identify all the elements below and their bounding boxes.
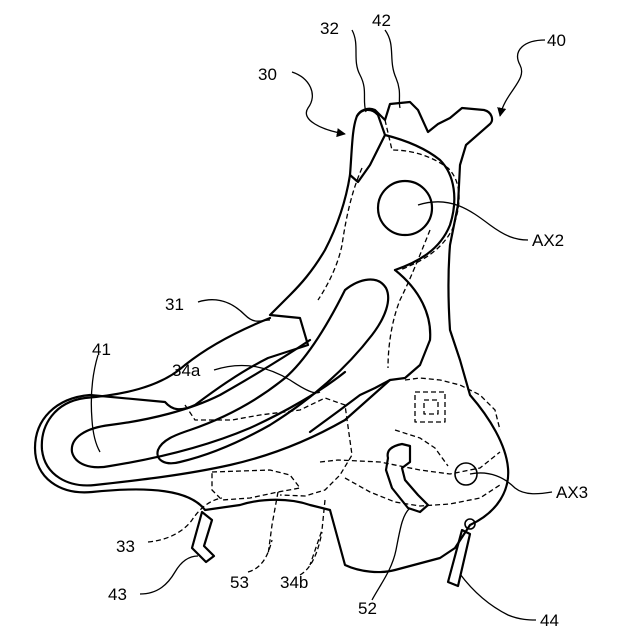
label-32: 32: [320, 19, 339, 38]
label-30: 30: [258, 65, 277, 84]
leader-42: [385, 30, 400, 108]
label-52: 52: [358, 599, 377, 618]
pivot-ax2-hole: [378, 181, 432, 235]
hidden-upper-40: [385, 120, 459, 270]
hidden-pin-53: [268, 492, 278, 555]
leader-44: [460, 574, 536, 620]
leader-40: [500, 40, 545, 116]
leader-52: [372, 508, 410, 600]
plate-30-outline: [35, 102, 508, 572]
lever-52: [386, 444, 428, 512]
label-31: 31: [165, 295, 184, 314]
tab-44: [448, 530, 470, 586]
leader-30: [292, 72, 345, 134]
hidden-body-40: [185, 398, 352, 496]
plate-30-lower-edge: [310, 270, 430, 432]
part-30-plate: [35, 102, 508, 572]
leader-AX2: [418, 202, 528, 240]
label-33: 33: [116, 537, 135, 556]
leader-43: [140, 556, 198, 594]
label-AX3: AX3: [556, 483, 588, 502]
label-43: 43: [108, 585, 127, 604]
hidden-spine-40: [318, 168, 362, 300]
tab-43: [192, 512, 214, 562]
hidden-window-inner: [424, 400, 438, 414]
leader-lines: [91, 30, 552, 620]
label-40: 40: [547, 31, 566, 50]
leader-34b: [300, 532, 322, 575]
label-34b: 34b: [280, 573, 308, 592]
label-34a: 34a: [172, 361, 201, 380]
hidden-right-40: [405, 378, 500, 430]
label-44: 44: [540, 611, 559, 630]
leader-41: [91, 355, 100, 452]
label-41: 41: [92, 340, 111, 359]
label-53: 53: [230, 573, 249, 592]
hidden-lower2-40: [345, 478, 500, 506]
reference-labels: 30 32 42 40 AX2 31 41 34a AX3 33 43 53 3…: [92, 11, 588, 630]
hidden-mid-40: [388, 230, 430, 368]
leader-AX3: [470, 473, 552, 494]
leader-32: [352, 30, 366, 112]
hidden-pin-34b: [310, 500, 325, 565]
label-42: 42: [372, 11, 391, 30]
label-AX2: AX2: [532, 231, 564, 250]
part-41-hook: [42, 280, 390, 486]
hidden-link-40: [395, 430, 448, 466]
hidden-window: [415, 392, 445, 422]
leader-31: [198, 300, 270, 322]
leader-53: [248, 540, 272, 572]
